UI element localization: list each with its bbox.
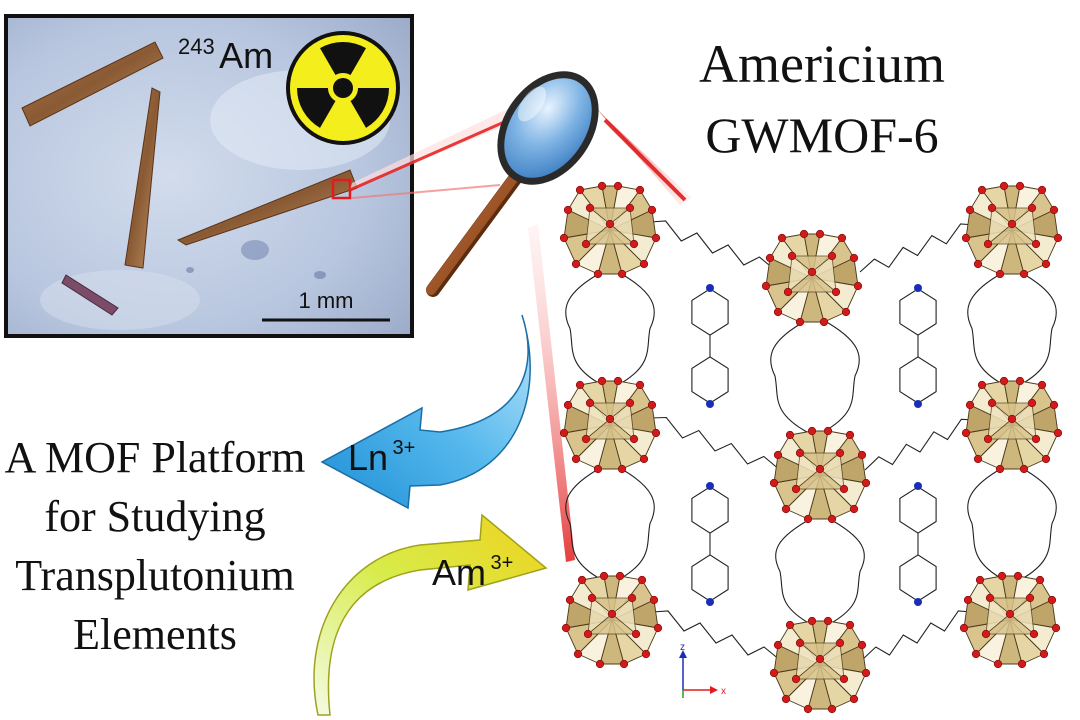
polyhedra-clusters — [559, 181, 1063, 714]
title-line-2: GWMOF-6 — [705, 107, 938, 163]
linker-chains — [565, 220, 1057, 661]
ln-base: Ln — [348, 437, 388, 478]
polyhedron-cluster — [959, 571, 1061, 669]
platform-caption: A MOF Platform for Studying Transplutoni… — [5, 433, 306, 659]
caption-line-2: for Studying — [44, 492, 265, 541]
polyhedron-cluster — [769, 616, 871, 714]
ln-arrow: Ln 3+ — [320, 314, 531, 510]
title-line-1: Americium — [699, 34, 945, 94]
ln-charge: 3+ — [393, 437, 416, 459]
polyhedron-cluster — [559, 376, 661, 474]
scale-label: 1 mm — [299, 288, 354, 313]
mof-crystal-structure — [559, 181, 1063, 714]
polyhedron-cluster — [561, 571, 663, 669]
am-arrow: Am 3+ — [313, 513, 548, 716]
polyhedron-cluster — [961, 376, 1063, 474]
ln-label: Ln 3+ — [348, 437, 415, 478]
axis-z-label: z — [680, 642, 685, 653]
bipyridine-groups — [691, 284, 937, 606]
isotope-symbol: Am — [219, 35, 273, 76]
polyhedron-cluster — [961, 181, 1063, 279]
polyhedron-cluster — [761, 229, 863, 327]
polyhedron-cluster — [769, 426, 871, 524]
crystal-photo: 243 Am 1 mm — [4, 14, 414, 338]
magnification-beams — [349, 96, 692, 562]
am-base: Am — [432, 552, 486, 593]
axis-x-label: x — [721, 686, 726, 697]
isotope-label: 243 Am — [178, 34, 273, 76]
magnifying-glass-icon — [426, 71, 599, 297]
radiation-trefoil-icon — [286, 31, 400, 145]
crystal-rods — [21, 41, 358, 316]
am-label: Am 3+ — [432, 552, 513, 593]
polyhedron-cluster — [559, 181, 661, 279]
caption-line-3: Transplutonium — [15, 551, 295, 600]
isotope-mass: 243 — [178, 34, 215, 59]
am-charge: 3+ — [490, 552, 513, 574]
caption-line-4: Elements — [73, 610, 237, 659]
axis-triad: z x — [679, 642, 726, 698]
caption-line-1: A MOF Platform — [5, 433, 306, 482]
